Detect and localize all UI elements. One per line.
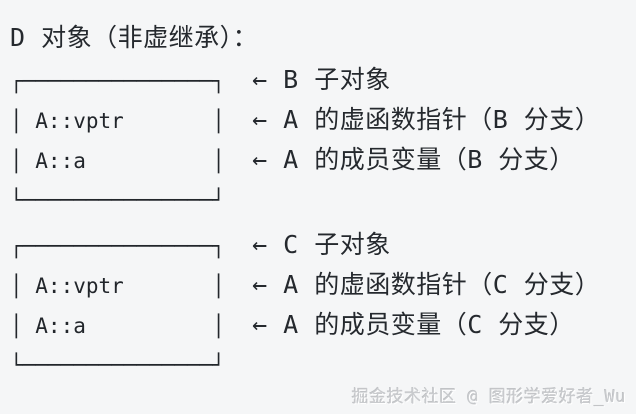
c-box-vptr-cell: │ A::vptr │ xyxy=(10,274,225,298)
c-box-member-row: │ A::a │ ← A 的成员变量（C 分支） xyxy=(10,305,636,345)
b-subobject-label: ← B 子对象 xyxy=(252,65,391,94)
c-subobject-block: ┌───────────────┐ ← C 子对象 │ A::vptr │ ← … xyxy=(10,225,636,385)
c-subobject-label: ← C 子对象 xyxy=(252,230,391,259)
b-vptr-label: ← A 的虚函数指针（B 分支） xyxy=(252,105,601,134)
b-box-top-border: ┌───────────────┐ xyxy=(10,69,225,93)
c-vptr-label: ← A 的虚函数指针（C 分支） xyxy=(252,270,601,299)
b-box-bottom-border: └───────────────┘ xyxy=(10,188,225,212)
b-box-member-row: │ A::a │ ← A 的成员变量（B 分支） xyxy=(10,140,636,180)
b-box-bottom-row: └───────────────┘ xyxy=(10,180,636,220)
b-member-label: ← A 的成员变量（B 分支） xyxy=(252,145,575,174)
b-subobject-block: ┌───────────────┐ ← B 子对象 │ A::vptr │ ← … xyxy=(10,60,636,220)
c-box-vptr-row: │ A::vptr │ ← A 的虚函数指针（C 分支） xyxy=(10,265,636,305)
c-box-bottom-border: └───────────────┘ xyxy=(10,353,225,377)
b-box-vptr-cell: │ A::vptr │ xyxy=(10,109,225,133)
c-box-top-row: ┌───────────────┐ ← C 子对象 xyxy=(10,225,636,265)
b-box-vptr-row: │ A::vptr │ ← A 的虚函数指针（B 分支） xyxy=(10,100,636,140)
c-member-label: ← A 的成员变量（C 分支） xyxy=(252,310,575,339)
c-box-member-cell: │ A::a │ xyxy=(10,314,225,338)
b-box-member-cell: │ A::a │ xyxy=(10,149,225,173)
b-box-top-row: ┌───────────────┐ ← B 子对象 xyxy=(10,60,636,100)
c-box-bottom-row: └───────────────┘ xyxy=(10,345,636,385)
watermark: 掘金技术社区 @ 图形学爱好者_Wu xyxy=(351,387,626,407)
diagram-title: D 对象（非虚继承）： xyxy=(10,23,259,52)
c-box-top-border: ┌───────────────┐ xyxy=(10,234,225,258)
